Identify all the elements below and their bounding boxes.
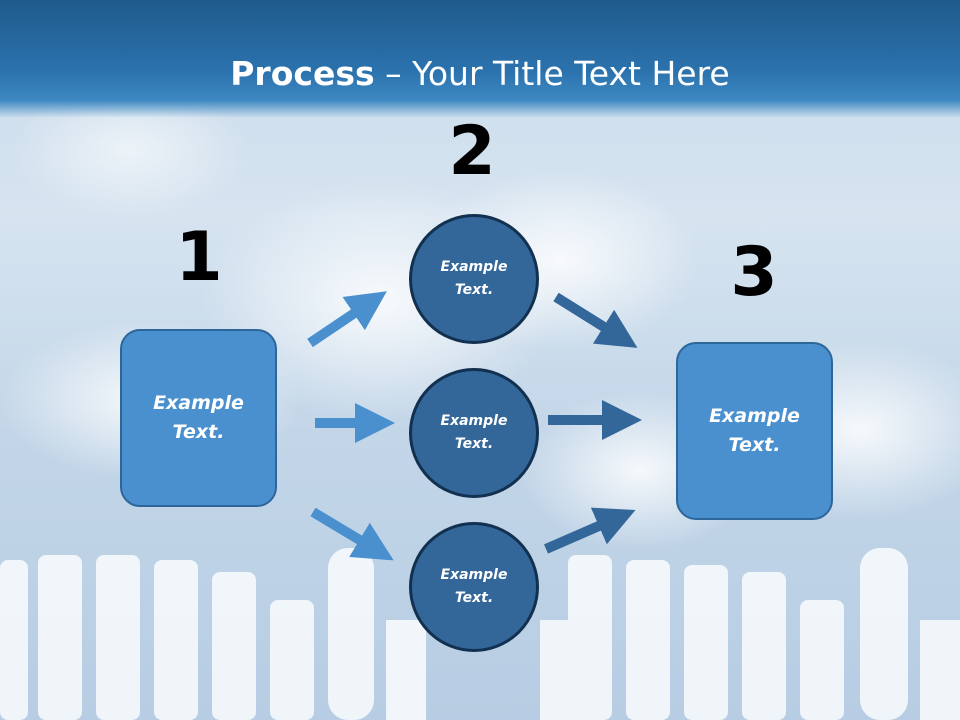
slide-title: Process – Your Title Text Here <box>230 54 730 93</box>
step-3-box: Example Text. <box>676 342 833 520</box>
step-number-3: 3 <box>730 233 778 312</box>
title-bar: Process – Your Title Text Here <box>0 0 960 118</box>
arrow-1-to-2c <box>310 507 394 561</box>
step-number-2: 2 <box>448 112 496 191</box>
step-number-1: 1 <box>175 218 223 297</box>
arrow-2c-to-3 <box>544 507 636 554</box>
step-1-box: Example Text. <box>120 329 277 507</box>
step-2-circle-bottom: Example Text. <box>409 522 539 652</box>
fence <box>0 548 960 720</box>
arrow-2a-to-3 <box>553 292 638 348</box>
step-2-circle-middle: Example Text. <box>409 368 539 498</box>
arrow-1-to-2a <box>307 291 387 348</box>
step-2-circle-top: Example Text. <box>409 214 539 344</box>
